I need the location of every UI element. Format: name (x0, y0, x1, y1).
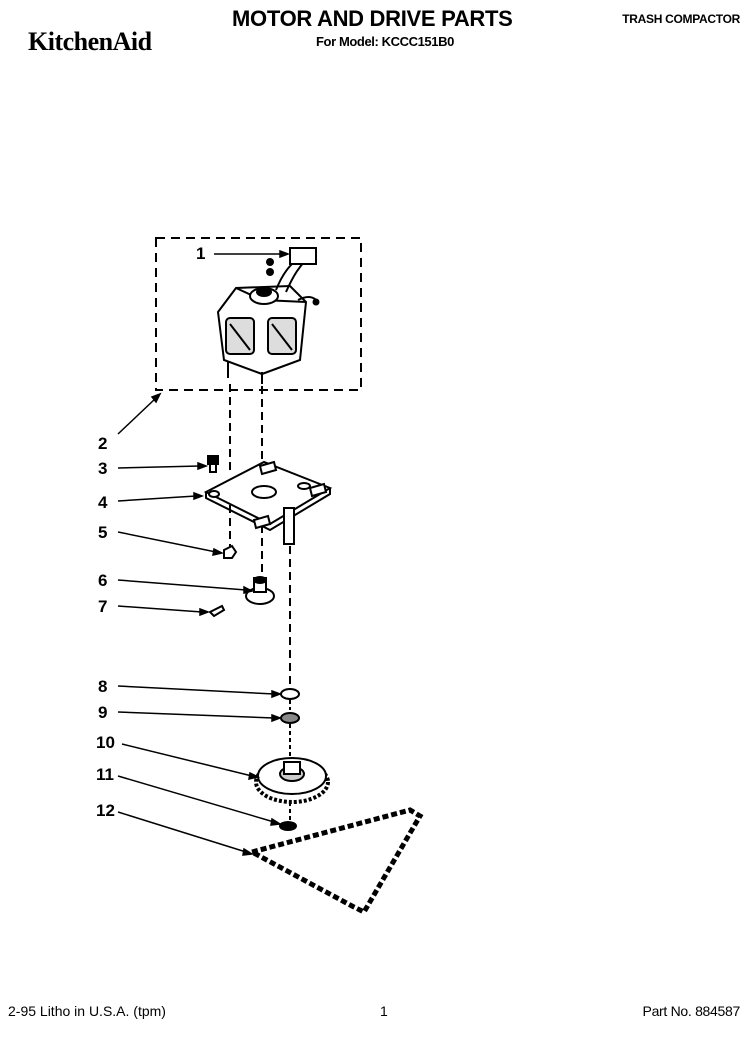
callout-4: 4 (98, 493, 108, 512)
callout-5: 5 (98, 523, 107, 542)
washer-part (280, 688, 300, 700)
callout-3: 3 (98, 459, 107, 478)
model-line: For Model: KCCC151B0 (316, 34, 454, 49)
large-sprocket-part (254, 757, 330, 804)
part-number: Part No. 884587 (642, 1003, 741, 1019)
callout-7: 7 (98, 597, 107, 616)
retainer-part (279, 821, 297, 831)
nut-part (223, 544, 238, 559)
footer-litho: 2-95 Litho in U.S.A. (tpm) (8, 1003, 166, 1019)
callout-12: 12 (96, 801, 115, 820)
drive-chain-part (245, 807, 424, 916)
brand-logo: KitchenAid (28, 27, 152, 56)
callout-9: 9 (98, 703, 107, 722)
key-part (208, 604, 226, 618)
spacer-part (280, 712, 300, 724)
callout-2: 2 (98, 434, 107, 453)
product-type: TRASH COMPACTOR (622, 12, 740, 26)
leader-lines (117, 249, 291, 856)
callout-8: 8 (98, 677, 107, 696)
screw-part (207, 455, 219, 473)
mounting-plate (203, 460, 333, 545)
callout-1: 1 (196, 244, 205, 263)
callout-6: 6 (98, 571, 107, 590)
callout-10: 10 (96, 733, 115, 752)
page-title: MOTOR AND DRIVE PARTS (232, 6, 513, 31)
page-number: 1 (380, 1003, 388, 1019)
callout-11: 11 (96, 765, 114, 784)
drive-sprocket-part (245, 576, 275, 605)
motor-illustration (216, 247, 320, 384)
motor-assembly-outline (155, 237, 362, 391)
